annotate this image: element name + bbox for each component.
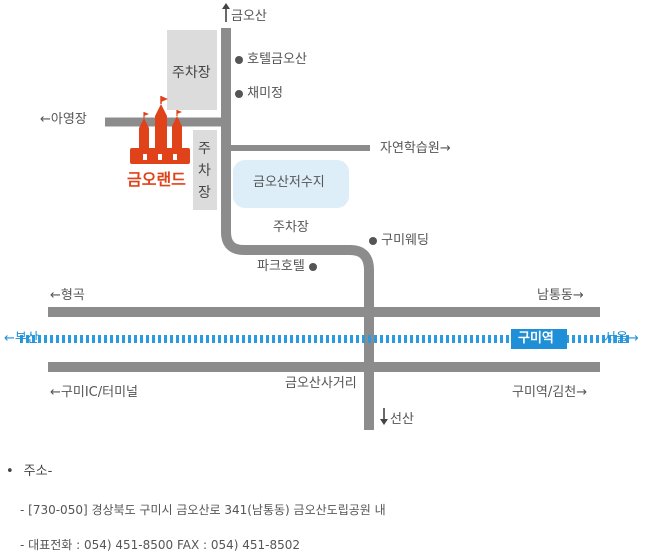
- road-upper-left-label: ←형곡: [50, 288, 85, 304]
- parking-vertical-char-3: 장: [198, 185, 211, 201]
- arrow-left-icon: ←: [50, 385, 61, 400]
- phone-line: - 대표전화 : 054) 451-8500 FAX : 054) 451-85…: [20, 538, 301, 552]
- parking-vertical-char-2: 차: [198, 163, 211, 179]
- landmark-gumi-wedding-text: 구미웨딩: [381, 233, 429, 248]
- parking-bottom-label: 주차장: [273, 220, 309, 235]
- road-upper-right-text: 남통동: [537, 288, 573, 303]
- arrow-right-icon: →: [576, 385, 588, 400]
- address-bullet: • 주소-: [6, 460, 52, 479]
- arrow-right-icon: →: [572, 288, 584, 303]
- road-upper-right-label: 남통동→: [537, 288, 584, 304]
- north-label: 금오산: [231, 9, 267, 24]
- east-label-mid: 자연학습원→: [380, 141, 451, 157]
- arrow-left-icon: ←: [40, 112, 51, 127]
- rail-right-text: 서울: [604, 331, 628, 346]
- road-lower-right-text: 구미역/김천: [512, 385, 577, 400]
- west-label-top: ←아영장: [40, 112, 87, 128]
- location-map: 금오산 주차장 주 차 장 호텔금오산 채미정 ←아영장 자연학습원→ 금오랜드…: [4, 3, 639, 430]
- landmark-hotel-geumosan-text: 호텔금오산: [247, 52, 307, 67]
- map-canvas: [20, 3, 630, 430]
- parking-top-area: [167, 30, 217, 110]
- south-label: 선산: [390, 412, 414, 427]
- arrow-left-icon: ←: [4, 331, 15, 346]
- road-lower-left-text: 구미IC/터미널: [60, 385, 138, 400]
- main-road: [221, 28, 374, 430]
- address-line: - [730-050] 경상북도 구미시 금오산로 341(남통동) 금오산도립…: [20, 503, 386, 517]
- arrow-right-icon: →: [439, 141, 451, 156]
- rail-right-label: 서울→: [604, 331, 639, 347]
- parking-vertical-char-1: 주: [198, 141, 211, 157]
- parking-vertical-area: [193, 130, 217, 210]
- landmark-dot-icon: [369, 236, 377, 245]
- castle-icon: [130, 96, 190, 164]
- landmark-hotel-geumosan: 호텔금오산: [235, 52, 307, 68]
- bullet-icon: •: [6, 464, 14, 479]
- address-title: 주소-: [23, 464, 53, 479]
- landmark-dot-icon: [308, 262, 317, 271]
- reservoir-label: 금오산저수지: [253, 175, 325, 190]
- road-lower-right-label: 구미역/김천→: [512, 385, 587, 401]
- rail-left-text: 부산: [14, 331, 39, 346]
- landmark-chaemijeong-text: 채미정: [247, 86, 284, 101]
- landmark-dot-icon: [235, 89, 243, 98]
- rail-left-label: ←부산: [4, 331, 39, 347]
- west-label-top-text: 아영장: [50, 112, 87, 127]
- intersection-label: 금오산사거리: [285, 376, 357, 391]
- landmark-chaemijeong: 채미정: [235, 86, 283, 102]
- station-badge-bg: [511, 329, 567, 349]
- east-label-mid-text: 자연학습원: [380, 141, 440, 156]
- arrow-right-icon: →: [627, 331, 639, 346]
- arrow-left-icon: ←: [50, 288, 61, 303]
- reservoir-area: [233, 160, 349, 208]
- station-label: 구미역: [518, 331, 554, 346]
- parking-top-label: 주차장: [172, 65, 211, 81]
- road-lower-left-label: ←구미IC/터미널: [50, 385, 138, 401]
- landmark-park-hotel-text: 파크호텔: [257, 259, 305, 274]
- landmark-gumi-wedding: 구미웨딩: [369, 233, 429, 249]
- brand-label: 금오랜드: [127, 170, 186, 189]
- landmark-dot-icon: [235, 55, 243, 64]
- landmark-park-hotel: 파크호텔: [257, 259, 317, 275]
- road-upper-left-text: 형곡: [60, 288, 85, 303]
